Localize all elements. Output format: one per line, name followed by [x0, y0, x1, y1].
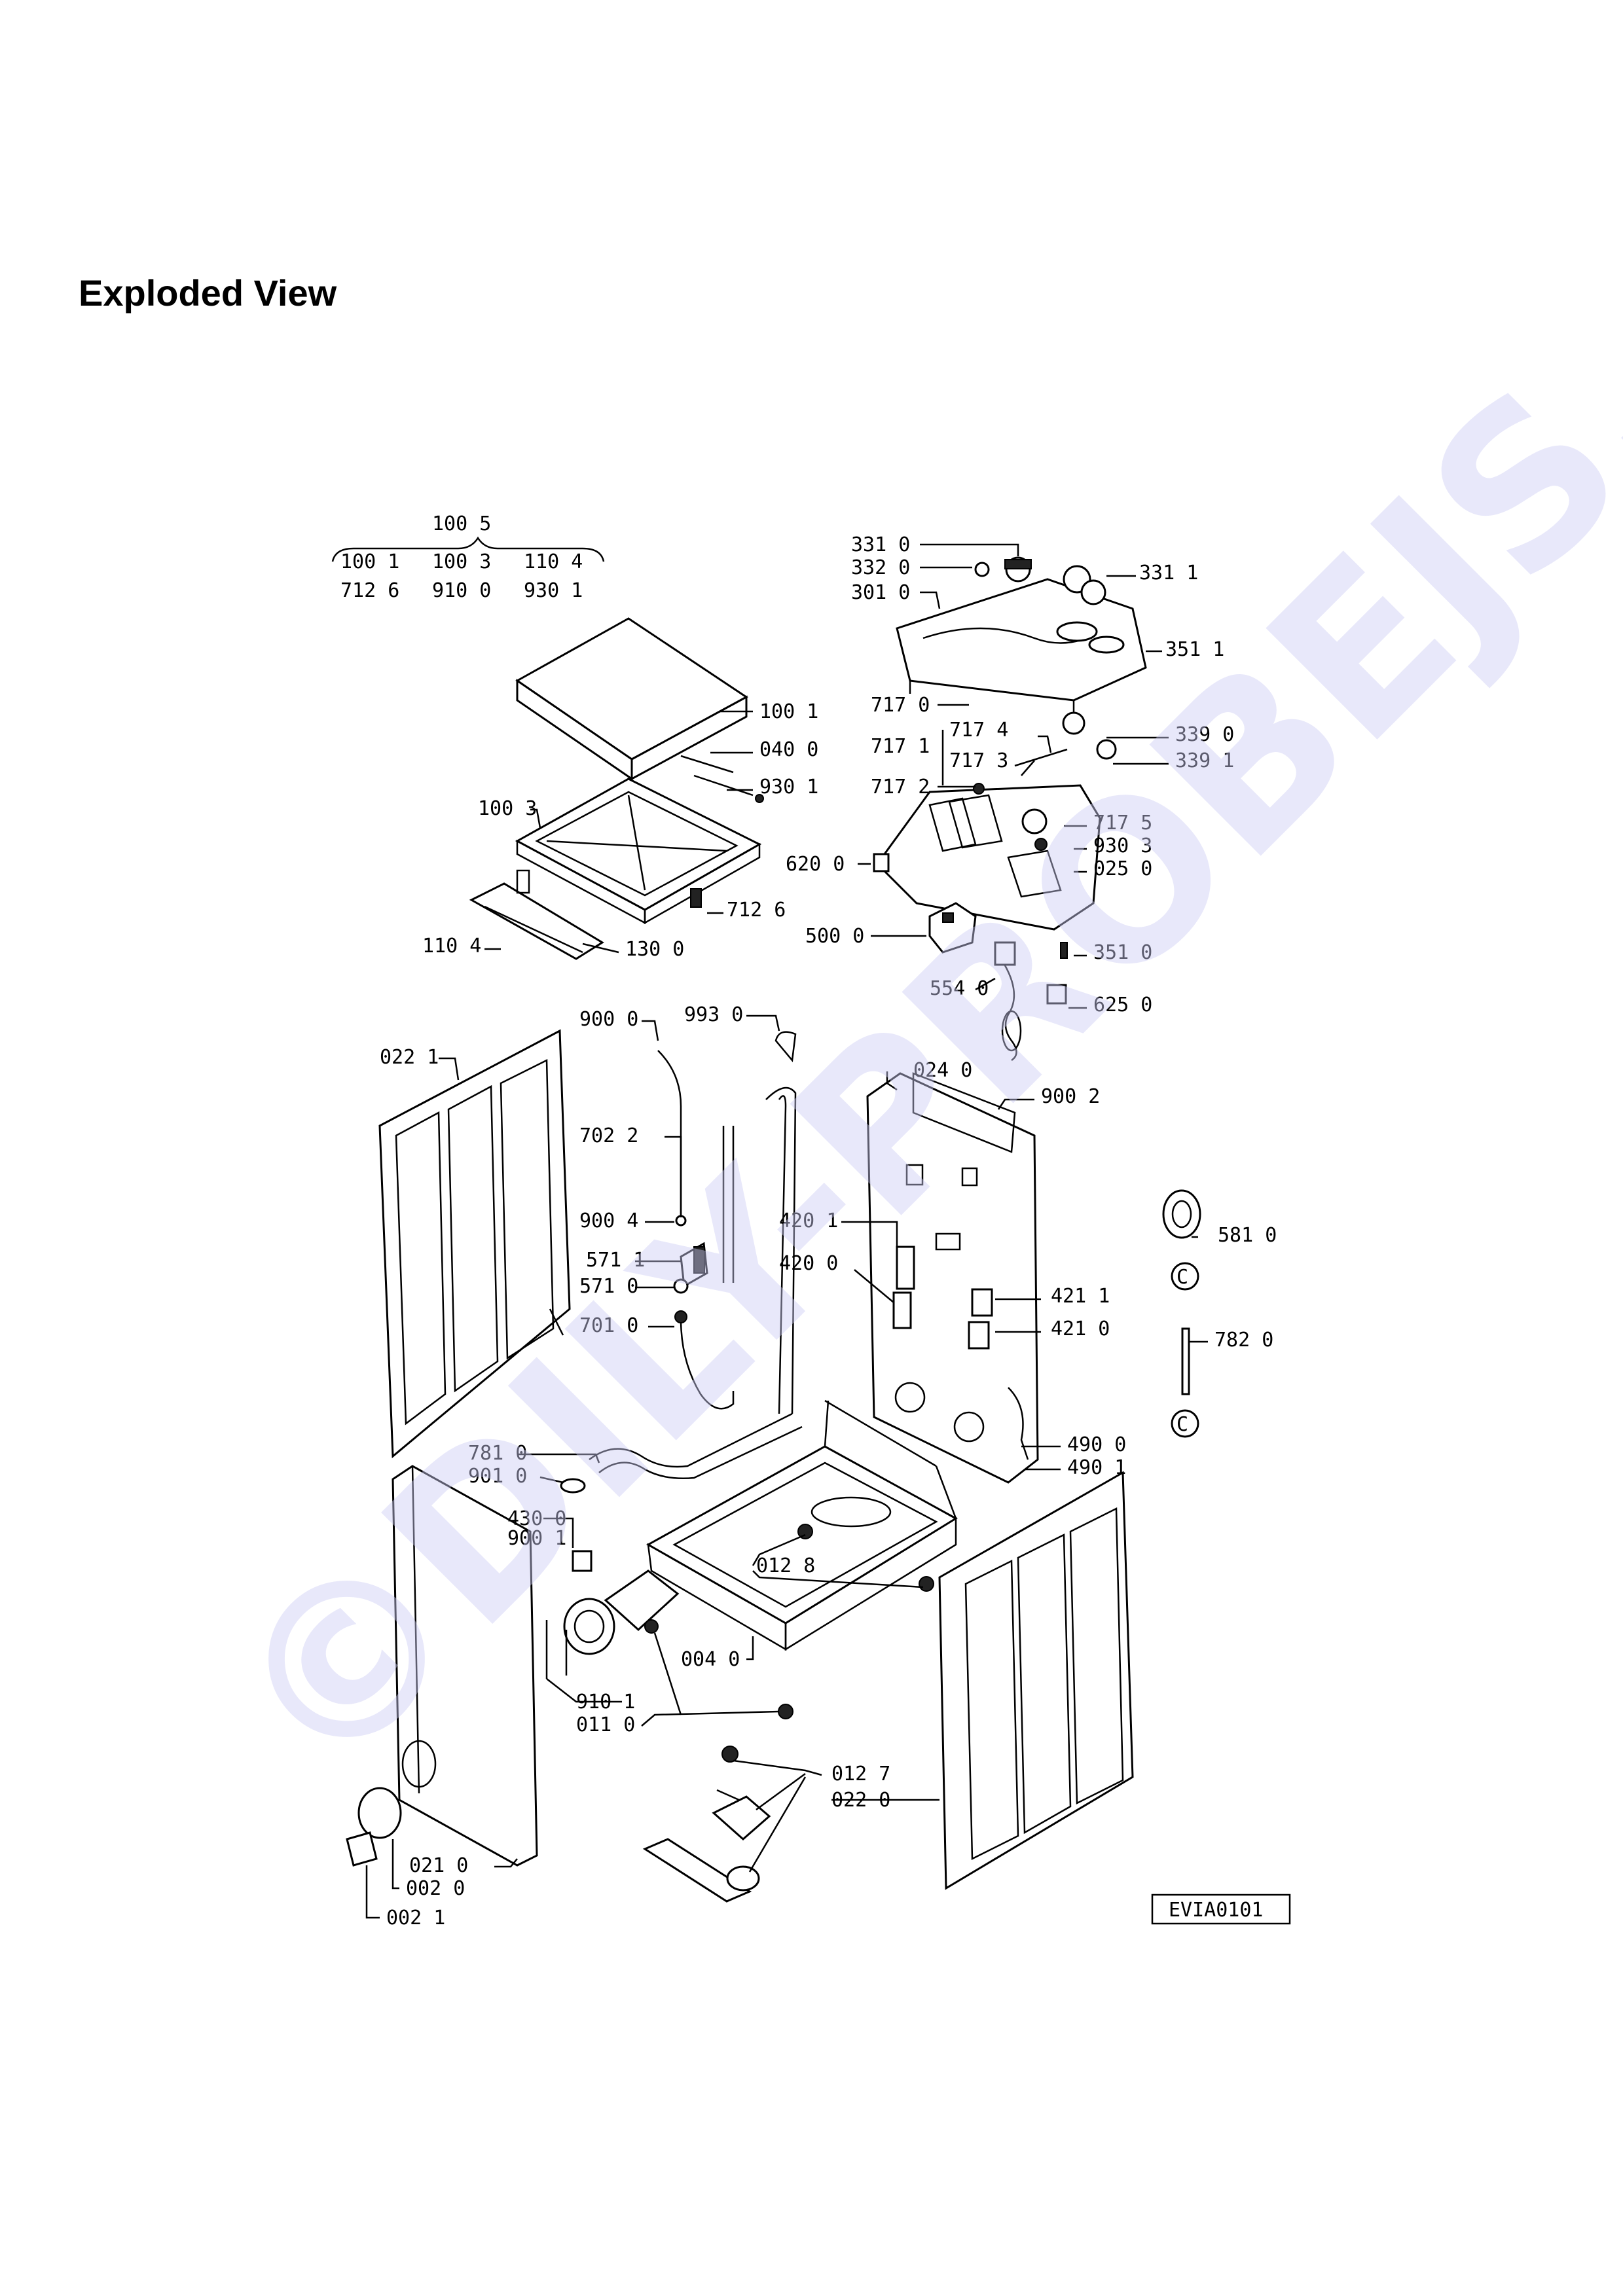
- part-top-lid: [515, 617, 748, 781]
- part-label: 717 4: [949, 719, 1008, 742]
- part-top-frame: [515, 755, 764, 925]
- leader-lines: [365, 543, 1208, 1919]
- part-label: 004 0: [681, 1648, 740, 1671]
- part-label: 717 3: [949, 749, 1008, 772]
- part-label: 110 4: [422, 935, 481, 958]
- part-labels: 331 0 332 0 301 0 331 1 351 1 717 0 717 …: [380, 533, 1277, 1929]
- part-label: 900 1: [507, 1527, 566, 1550]
- part-front-trim: [469, 869, 604, 960]
- part-label: 021 0: [409, 1854, 468, 1877]
- part-label: 490 1: [1067, 1456, 1126, 1479]
- part-label: 339 1: [1175, 749, 1234, 772]
- part-label: 930 1: [759, 776, 818, 798]
- part-label: 993 0: [684, 1003, 743, 1026]
- part-label: 332 0: [851, 556, 910, 579]
- part-label: 717 0: [871, 694, 930, 717]
- part-label: 717 2: [871, 776, 930, 798]
- drawing-code: EVIA0101: [1169, 1899, 1264, 1922]
- part-control-housing: [873, 711, 1117, 1062]
- assembly-member: 910 0: [432, 579, 491, 602]
- part-label: 002 1: [386, 1907, 445, 1929]
- part-door-latch: [346, 1787, 402, 1867]
- part-label: 625 0: [1093, 994, 1152, 1016]
- part-hoses: [560, 1031, 803, 1494]
- part-label: 421 1: [1051, 1285, 1110, 1308]
- assembly-brace: [331, 536, 605, 562]
- part-label: 002 0: [406, 1877, 465, 1900]
- assembly-code: 100 5: [432, 512, 491, 535]
- part-label: 012 8: [756, 1554, 815, 1577]
- part-label: 025 0: [1093, 857, 1152, 880]
- part-label: 620 0: [786, 853, 845, 876]
- part-label: 430 0: [507, 1507, 566, 1530]
- part-label: 500 0: [805, 925, 864, 948]
- part-label: 900 4: [579, 1210, 638, 1232]
- part-label: 571 1: [586, 1249, 645, 1272]
- part-label: 351 0: [1093, 941, 1152, 964]
- part-front-panel: [392, 1465, 538, 1867]
- part-label: 910 1: [576, 1691, 635, 1713]
- part-label: 717 5: [1093, 812, 1152, 834]
- page-title: Exploded View: [79, 272, 337, 314]
- drawing-code-box: EVIA0101: [1151, 1893, 1291, 1925]
- part-drain-pump: [545, 1550, 680, 1679]
- assembly-member: 930 1: [524, 579, 583, 602]
- part-label: 701 0: [579, 1314, 638, 1337]
- part-label: 012 7: [831, 1763, 890, 1785]
- part-label: 351 1: [1165, 638, 1224, 661]
- assembly-member: 100 1: [340, 550, 399, 573]
- part-label: 581 0: [1218, 1224, 1277, 1247]
- part-rear-panel: [866, 1072, 1039, 1484]
- part-label: 022 1: [380, 1046, 439, 1069]
- part-label: 022 0: [831, 1789, 890, 1812]
- part-label: 301 0: [851, 581, 910, 604]
- part-label: 100 1: [759, 700, 818, 723]
- part-label: 130 0: [625, 938, 684, 961]
- part-label: 571 0: [579, 1275, 638, 1298]
- part-label: 421 0: [1051, 1318, 1110, 1340]
- part-control-panel: [896, 556, 1147, 717]
- part-label: 702 2: [579, 1124, 638, 1147]
- part-label: 420 1: [779, 1210, 838, 1232]
- part-label: 782 0: [1214, 1329, 1273, 1352]
- part-left-side-panel: [378, 1029, 571, 1459]
- circle-callout: C: [1176, 1413, 1188, 1436]
- part-label: 490 0: [1067, 1433, 1126, 1456]
- part-label: 717 1: [871, 735, 930, 758]
- part-label: 712 6: [727, 899, 786, 922]
- part-label: 024 0: [913, 1059, 972, 1082]
- part-label: 331 0: [851, 533, 910, 556]
- part-right-side-panel: [938, 1471, 1134, 1890]
- assembly-header: 100 5 100 1 100 3 110 4 712 6 910 0 930 …: [331, 512, 605, 602]
- part-label: 900 2: [1041, 1085, 1100, 1108]
- part-label: 901 0: [468, 1465, 527, 1488]
- part-label: 900 0: [579, 1008, 638, 1031]
- part-label: 331 1: [1139, 562, 1198, 584]
- assembly-member: 712 6: [340, 579, 399, 602]
- assembly-member: 110 4: [524, 550, 583, 573]
- part-label: 040 0: [759, 738, 818, 761]
- part-label: 011 0: [576, 1713, 635, 1736]
- part-label: 100 3: [478, 797, 537, 820]
- part-feet: [642, 1704, 793, 1903]
- circle-callout: C: [1176, 1266, 1188, 1289]
- part-base-frame: [646, 1399, 958, 1651]
- part-label: 339 0: [1175, 723, 1234, 746]
- assembly-member: 100 3: [432, 550, 491, 573]
- part-label: 930 3: [1093, 834, 1152, 857]
- part-label: 554 0: [930, 977, 989, 1000]
- part-heater: C C: [1162, 1189, 1201, 1438]
- part-label: 420 0: [779, 1252, 838, 1275]
- part-label: 781 0: [468, 1442, 527, 1465]
